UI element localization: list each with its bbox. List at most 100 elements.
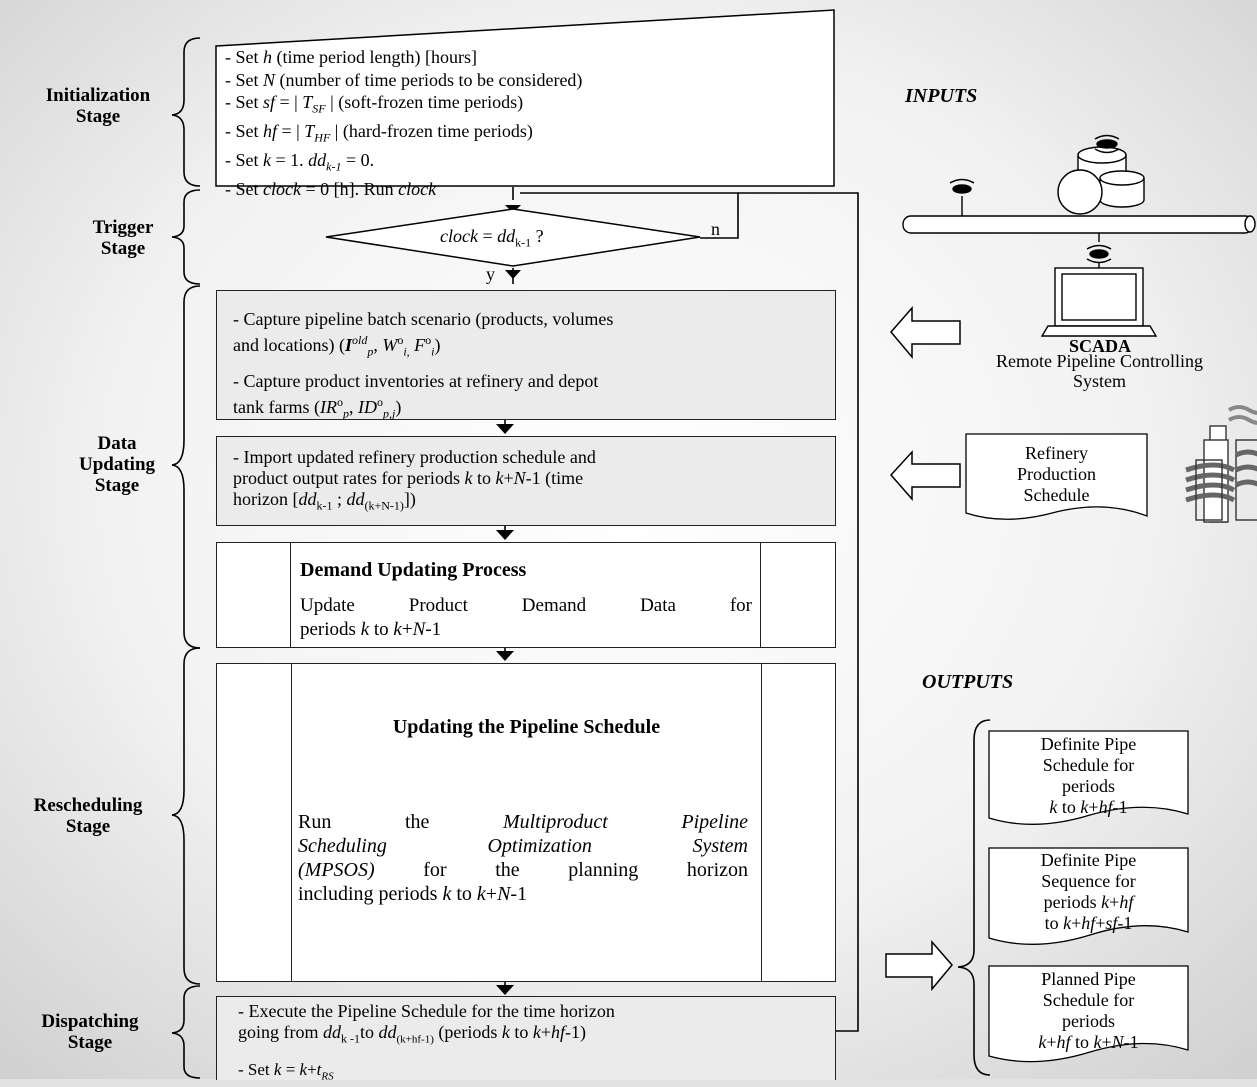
stage-label-line: Dispatching: [41, 1011, 139, 1032]
dispatch-line: - Set k = k+tRS: [238, 1059, 334, 1082]
output-doc1: Definite Pipe Schedule for periods k to …: [989, 734, 1188, 818]
output-doc-line: k+hf to k+N-1: [1038, 1032, 1139, 1052]
output-doc-line: periods: [1062, 776, 1115, 796]
dispatch-box: [216, 996, 836, 1080]
demand-box: [216, 542, 836, 648]
capture-line: - Capture pipeline batch scenario (produ…: [233, 309, 614, 329]
resched-box: [216, 663, 836, 982]
decision-no-label: n: [711, 219, 720, 239]
stage-label-line: Stage: [94, 475, 140, 496]
init-line-k: - Set k = 1. ddk-1 = 0.: [225, 150, 375, 174]
capture-text: - Capture pipeline batch scenario (produ…: [233, 309, 823, 424]
stage-initialization: Initialization Stage: [18, 85, 178, 127]
brace-initialization: [171, 37, 201, 187]
output-doc3-shape: [988, 965, 1189, 1063]
refinery-doc-line: Production: [1017, 464, 1096, 484]
scada-subtitle-line: Remote Pipeline Controlling: [996, 351, 1203, 371]
init-box: - Set h (time period length) [hours] - S…: [225, 46, 825, 201]
decision-label: clock = ddk-1 ?: [440, 226, 544, 250]
decision-diamond: [325, 208, 701, 267]
scada-title: SCADA: [1068, 336, 1131, 356]
stage-label-line: Stage: [100, 238, 146, 259]
brace-data-updating: [171, 285, 201, 649]
output-doc-line: Planned Pipe: [1041, 969, 1136, 989]
import-line: horizon [ddk-1 ; dd(k+N-1)]): [233, 489, 416, 513]
network-graphic: [902, 134, 1256, 337]
brace-trigger: [171, 189, 201, 285]
resched-text: Run the Multiproduct Pipeline Scheduling…: [298, 810, 748, 906]
output-doc-line: periods: [1062, 1011, 1115, 1031]
capture-line: tank farms (IRop, IDop,j): [233, 394, 402, 421]
stage-label-line: Initialization: [45, 85, 151, 106]
brace-rescheduling: [171, 647, 201, 985]
refinery-input-arrow: [889, 450, 961, 501]
stage-label-line: Stage: [67, 1032, 113, 1053]
capture-box: [216, 290, 836, 420]
demand-line: periods k to k+N-1: [300, 619, 442, 640]
stage-data-updating: Data Updating Stage: [62, 433, 172, 496]
resched-line: (MPSOS) for the planning horizon: [298, 859, 748, 881]
demand-box-left-rule: [290, 542, 291, 648]
capture-line: - Capture product inventories at refiner…: [233, 370, 599, 391]
demand-line: Update Product Demand Data for: [300, 595, 752, 616]
dispatch-text: - Execute the Pipeline Schedule for the …: [238, 1001, 828, 1087]
output-doc-line: Schedule for: [1042, 990, 1135, 1010]
import-box: [216, 436, 836, 526]
output-doc-line: to k+hf+sf-1: [1044, 913, 1133, 933]
init-line-sf: - Set sf = | TSF | (soft-frozen time per…: [225, 92, 524, 116]
refinery-doc: Refinery Production Schedule: [966, 443, 1147, 506]
import-line: - Import updated refinery production sch…: [233, 447, 596, 467]
outputs-heading: OUTPUTS: [922, 671, 1014, 693]
capture-line: and locations) (Ioldp, Woi, Foi): [233, 333, 441, 359]
stage-label-line: Data: [97, 433, 137, 454]
demand-box-right-rule: [760, 542, 761, 648]
init-line-n: - Set N (number of time periods to be co…: [225, 69, 583, 90]
output-doc-line: Schedule for: [1042, 755, 1135, 775]
stage-label-line: Updating: [78, 454, 156, 475]
scada-subtitle-line: System: [1072, 371, 1126, 391]
stage-dispatching: Dispatching Stage: [14, 1011, 166, 1053]
output-doc-line: Definite Pipe: [1040, 850, 1137, 870]
resched-box-right-rule: [761, 663, 762, 982]
import-text: - Import updated refinery production sch…: [233, 447, 823, 517]
output-doc-line: k to k+hf-1: [1049, 797, 1128, 817]
init-line-clock: - Set clock = 0 [h]. Run clock: [225, 179, 437, 200]
refinery-tower-graphic: [1185, 405, 1257, 523]
resched-line: Scheduling Optimization System: [298, 835, 748, 857]
output-doc2: Definite Pipe Sequence for periods k+hf …: [989, 850, 1188, 934]
output-doc1-shape: [988, 730, 1189, 825]
output-doc-line: periods k+hf: [1043, 892, 1134, 912]
output-doc-line: Sequence for: [1041, 871, 1136, 891]
refinery-doc-line: Refinery: [1025, 443, 1088, 463]
stage-trigger: Trigger Stage: [68, 217, 178, 259]
refinery-doc-line: Schedule: [1023, 485, 1090, 505]
output-doc-line: Definite Pipe: [1040, 734, 1137, 754]
dispatch-line: - Execute the Pipeline Schedule for the …: [238, 1001, 615, 1021]
scada-subtitle: Remote Pipeline Controlling System: [942, 351, 1257, 391]
init-line-hf: - Set hf = | THF | (hard-frozen time per…: [225, 121, 533, 145]
init-box-shape: [215, 9, 835, 187]
init-line-h: - Set h (time period length) [hours]: [225, 47, 477, 67]
demand-title: Demand Updating Process: [300, 559, 527, 581]
stage-rescheduling: Rescheduling Stage: [4, 795, 172, 837]
stage-label-line: Stage: [65, 816, 111, 837]
stage-label-line: Rescheduling: [33, 795, 143, 816]
brace-dispatching: [171, 985, 201, 1079]
import-line: product output rates for periods k to k+…: [233, 468, 584, 488]
resched-line: Run the Multiproduct Pipeline: [298, 811, 749, 833]
dispatch-line: going from ddk -1to dd(k+hf-1) (periods …: [238, 1022, 587, 1046]
demand-text: Demand Updating Process Update Product D…: [300, 558, 752, 642]
output-doc3: Planned Pipe Schedule for periods k+hf t…: [989, 969, 1188, 1053]
output-arrow: [885, 939, 953, 992]
brace-outputs: [957, 719, 991, 1076]
scada-input-arrow: [890, 306, 961, 360]
stage-label-line: Stage: [75, 106, 121, 127]
inputs-heading: INPUTS: [905, 85, 978, 107]
stage-label-line: Trigger: [92, 217, 154, 238]
decision-yes-label: y: [486, 264, 495, 284]
resched-box-left-rule: [291, 663, 292, 982]
resched-title: Updating the Pipeline Schedule: [392, 716, 661, 738]
refinery-doc-shape: [965, 433, 1148, 520]
output-doc2-shape: [988, 847, 1189, 945]
